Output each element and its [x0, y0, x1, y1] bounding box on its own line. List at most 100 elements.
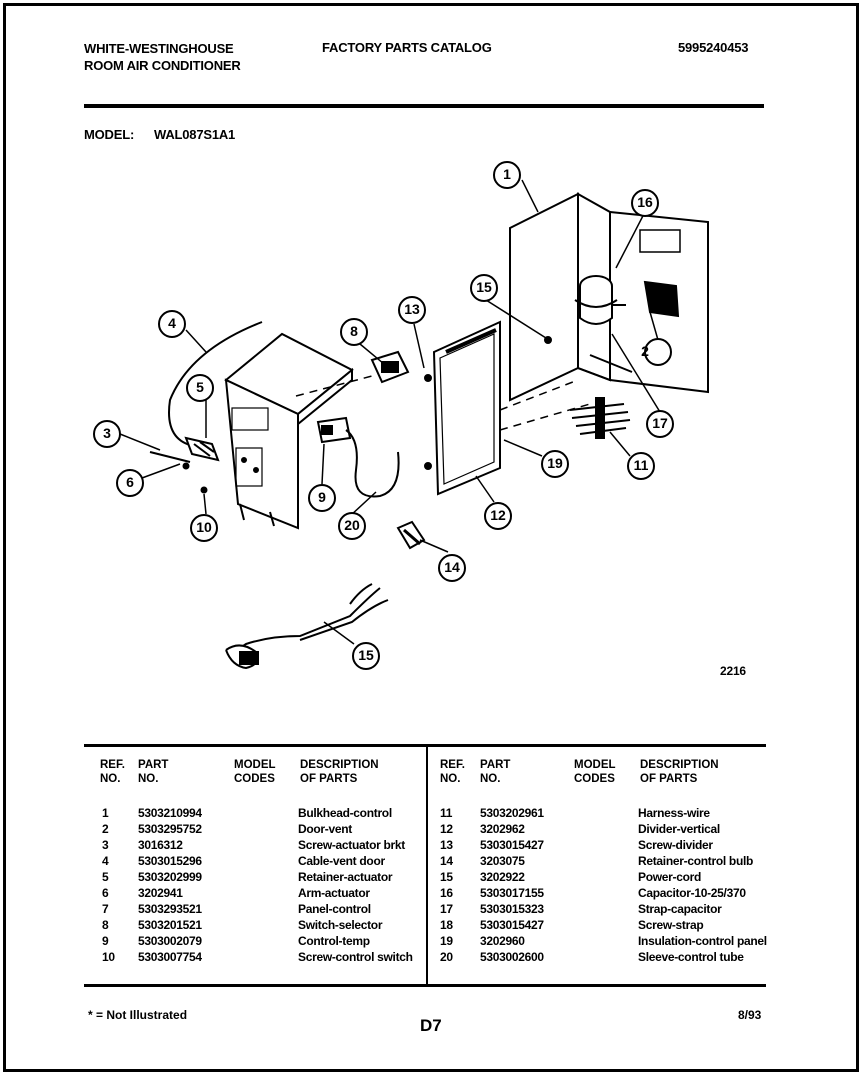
- part-description: Power-cord: [638, 870, 702, 884]
- col-model-line2: CODES: [234, 773, 275, 785]
- page-frame: [3, 3, 859, 1072]
- header-rule: [84, 104, 764, 108]
- col-model-right: MODEL CODES: [574, 758, 616, 786]
- cable-vent-door: [168, 321, 263, 447]
- col-model-line1: MODEL: [234, 759, 276, 771]
- callout-3: 3: [103, 425, 111, 441]
- ref-no: 4: [102, 854, 109, 868]
- callout-11: 11: [633, 457, 649, 473]
- col-desc-line2: OF PARTS: [300, 773, 358, 785]
- part-description: Retainer-control bulb: [638, 854, 754, 868]
- callout-10: 10: [196, 519, 212, 535]
- callout-14: 14: [444, 559, 460, 575]
- col-model-left: MODEL CODES: [234, 758, 276, 786]
- part-no: 3016312: [138, 838, 183, 852]
- part-no: 3202960: [480, 934, 525, 948]
- part-no: 3202941: [138, 886, 183, 900]
- ref-no: 2: [102, 822, 109, 836]
- callout-4: 4: [168, 315, 176, 331]
- ref-no: 7: [102, 902, 109, 916]
- table-row: 1 5303210994 Bulkhead-control: [84, 806, 424, 822]
- ref-no: 9: [102, 934, 109, 948]
- part-no: 3203075: [480, 854, 525, 868]
- screw-strap: [544, 336, 552, 344]
- part-no: 5303295752: [138, 822, 202, 836]
- screw-divider: [424, 374, 432, 382]
- col-desc-left: DESCRIPTION OF PARTS: [300, 758, 379, 786]
- part-description: Bulkhead-control: [298, 806, 392, 820]
- part-no: 5303293521: [138, 902, 202, 916]
- part-no: 3202922: [480, 870, 525, 884]
- bulkhead-assembly: [509, 192, 709, 402]
- part-description: Screw-strap: [638, 918, 704, 932]
- part-description: Cable-vent door: [298, 854, 385, 868]
- alignment-lines: [295, 375, 591, 431]
- part-no: 5303201521: [138, 918, 202, 932]
- col-part-line1: PART: [138, 759, 169, 771]
- table-bottom-rule: [84, 984, 766, 987]
- callout-13: 13: [404, 301, 420, 317]
- table-row: 19 3202960 Insulation-control panel: [426, 934, 776, 950]
- part-description: Arm-actuator: [298, 886, 370, 900]
- col-part-line1-r: PART: [480, 759, 511, 771]
- ref-no: 15: [440, 870, 453, 884]
- part-description: Divider-vertical: [638, 822, 720, 836]
- part-no: 5303202961: [480, 806, 544, 820]
- col-desc-right: DESCRIPTION OF PARTS: [640, 758, 719, 786]
- ref-no: 19: [440, 934, 453, 948]
- part-description: Screw-divider: [638, 838, 713, 852]
- capacitor: [574, 275, 626, 325]
- part-no: 5303002079: [138, 934, 202, 948]
- brand-line2: ROOM AIR CONDITIONER: [84, 58, 241, 73]
- part-description: Screw-actuator brkt: [298, 838, 405, 852]
- part-description: Insulation-control panel: [638, 934, 767, 948]
- ref-no: 8: [102, 918, 109, 932]
- col-part-line2-r: NO.: [480, 773, 501, 785]
- exploded-parts-diagram: [93, 161, 709, 670]
- ref-no: 17: [440, 902, 453, 916]
- col-part-right: PART NO.: [480, 758, 510, 786]
- table-top-rule: [84, 744, 766, 747]
- divider-vertical: [432, 320, 501, 496]
- part-no: 3202962: [480, 822, 525, 836]
- col-ref-left: REF. NO.: [100, 758, 125, 786]
- ref-no: 13: [440, 838, 453, 852]
- callout-20: 20: [344, 517, 360, 533]
- drawing-number: 2216: [720, 664, 746, 678]
- callout-labels: 1 2 3 4 5 6 8 9 10 11 12 13 14 15 15 16 …: [103, 166, 668, 663]
- part-no: 5303210994: [138, 806, 202, 820]
- callout-8: 8: [350, 323, 358, 339]
- brand-line1: WHITE-WESTINGHOUSE: [84, 41, 234, 56]
- ref-no: 1: [102, 806, 109, 820]
- screw-divider-lower: [424, 462, 432, 470]
- callout-1: 1: [503, 166, 511, 182]
- callout-circles: [93, 161, 674, 670]
- col-part-left: PART NO.: [138, 758, 168, 786]
- catalog-number: 5995240453: [678, 40, 749, 55]
- part-description: Sleeve-control tube: [638, 950, 744, 964]
- col-desc-line1-r: DESCRIPTION: [640, 759, 719, 771]
- leader-lines: [119, 179, 661, 645]
- part-no: 5303015296: [138, 854, 202, 868]
- table-row: 4 5303015296 Cable-vent door: [84, 854, 424, 870]
- table-row: 15 3202922 Power-cord: [426, 870, 776, 886]
- col-ref-line2: NO.: [100, 773, 121, 785]
- switch-selector: [370, 350, 410, 384]
- part-description: Harness-wire: [638, 806, 710, 820]
- ref-no: 3: [102, 838, 109, 852]
- callout-15-power-cord: 15: [358, 647, 374, 663]
- col-ref-right: REF. NO.: [440, 758, 465, 786]
- callout-12: 12: [490, 507, 506, 523]
- page-code: D7: [420, 1016, 442, 1035]
- ref-no: 14: [440, 854, 453, 868]
